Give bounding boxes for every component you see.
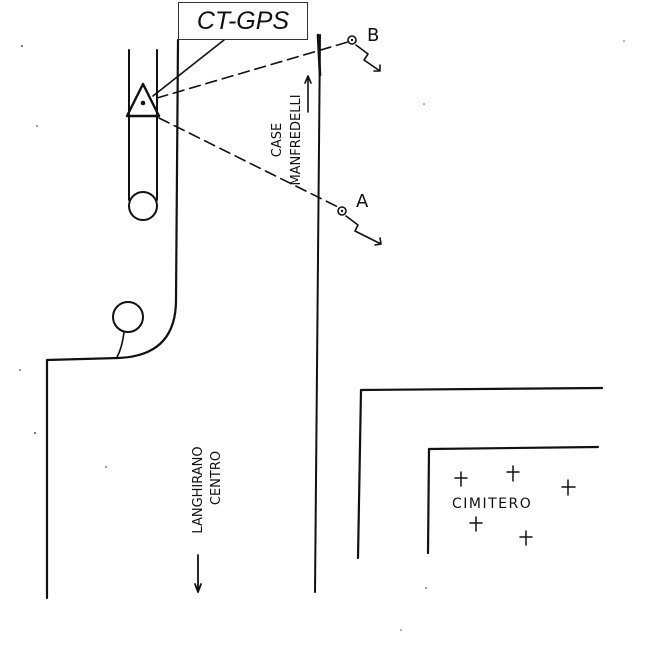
cemetery-crosses <box>454 465 576 546</box>
road-corner-outline <box>45 38 180 600</box>
cross-icon <box>561 479 576 496</box>
point-b-zigzag-arrow-icon <box>355 44 381 72</box>
cross-icon <box>506 465 520 482</box>
point-a-circle <box>337 206 347 216</box>
cemetery-inner-wall <box>426 445 600 555</box>
gps-label-leader <box>152 39 225 97</box>
point-b-circle <box>347 35 357 45</box>
sight-line-to-a <box>158 117 341 209</box>
road-label-centro: CENTRO <box>209 451 224 505</box>
point-a-zigzag-arrow-icon <box>345 215 382 246</box>
point-a-dot <box>340 209 344 213</box>
device-label-box: CT-GPS <box>178 2 308 40</box>
road-edge-tick <box>316 33 322 77</box>
road-direction-up-arrow-icon <box>304 75 312 113</box>
road-label-langhirano: LANGHIRANO <box>191 446 206 533</box>
road-label-case: CASE <box>270 123 285 157</box>
pipe-bottom-circle <box>128 191 158 221</box>
point-b-dot <box>350 38 354 42</box>
point-b-label: B <box>367 25 379 46</box>
gps-triangle-icon <box>125 82 161 118</box>
cross-icon <box>454 471 468 487</box>
cross-icon <box>519 530 533 546</box>
gps-center-dot <box>140 100 146 106</box>
point-a-label: A <box>356 191 369 212</box>
corner-marker-circle <box>112 301 144 333</box>
road-direction-down-arrow-icon <box>194 554 202 593</box>
scan-specks <box>19 40 625 631</box>
cross-icon <box>469 516 483 532</box>
corner-marker-stem <box>116 331 125 358</box>
road-right-edge <box>314 34 321 593</box>
device-label-text: CT-GPS <box>196 6 290 35</box>
road-label-manfredelli: MANFREDELLI <box>289 94 304 185</box>
cemetery-label: CIMITERO <box>452 496 532 512</box>
cemetery-outer-wall <box>356 386 604 560</box>
